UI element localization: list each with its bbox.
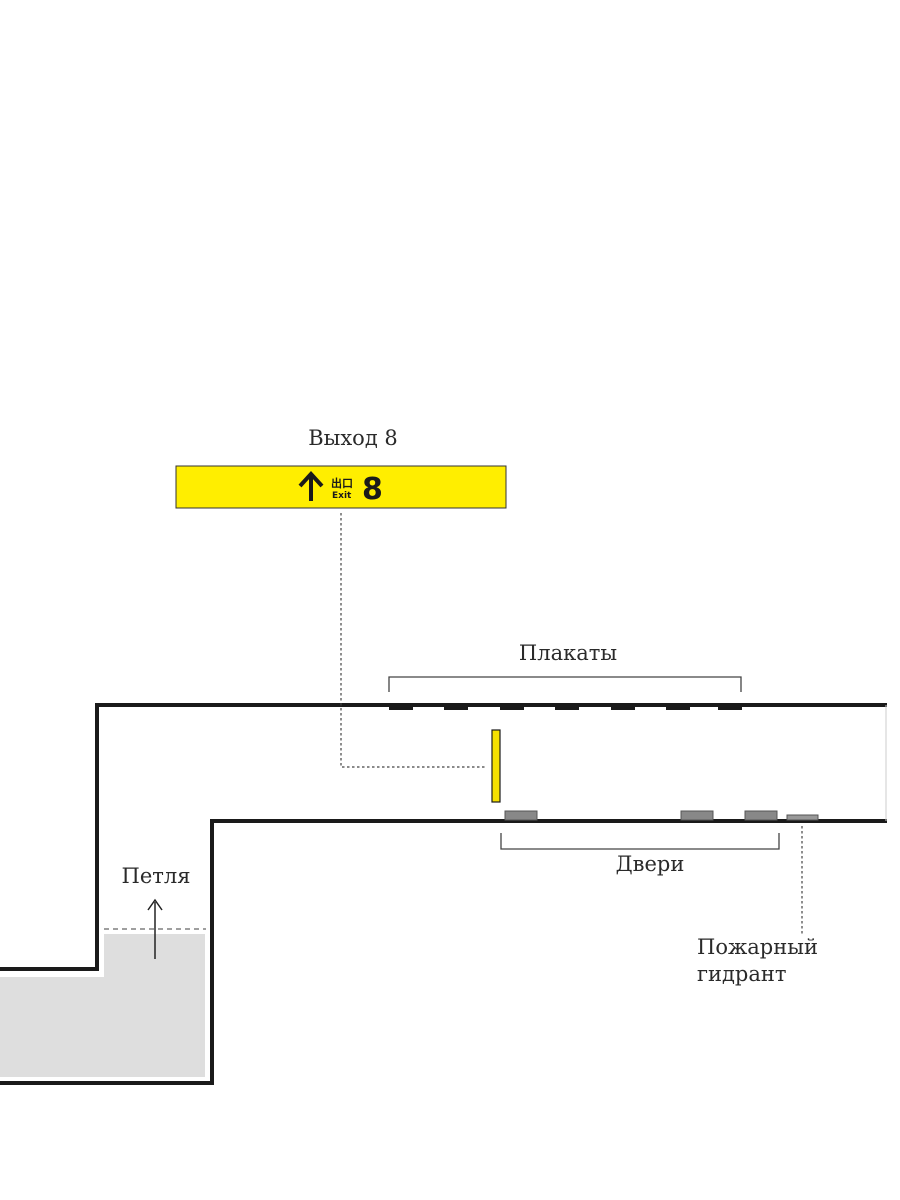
exit-title-label: Выход 8 <box>308 426 398 450</box>
poster <box>718 705 742 710</box>
poster <box>666 705 690 710</box>
doors-label: Двери <box>616 852 685 876</box>
standing-sign <box>491 729 501 803</box>
door <box>744 810 778 821</box>
hydrant-label-line1: Пожарный <box>697 935 818 959</box>
arrow-up-icon <box>298 471 324 501</box>
door <box>504 810 538 821</box>
exit-sign-leader-line <box>340 513 486 768</box>
posters-group <box>389 705 742 710</box>
posters-bracket <box>388 676 742 692</box>
loop-area <box>0 934 205 1077</box>
hydrant-label-line2: гидрант <box>697 962 787 986</box>
door <box>680 810 714 821</box>
doors-group <box>504 810 778 821</box>
poster <box>611 705 635 710</box>
fire-hydrant <box>786 814 819 821</box>
posters-label: Плакаты <box>519 641 617 665</box>
doors-bracket <box>500 833 780 850</box>
poster <box>555 705 579 710</box>
poster <box>389 705 413 710</box>
loop-label: Петля <box>122 864 191 888</box>
exit-sign-board <box>175 465 507 509</box>
exit-sign-cjk: 出口 <box>331 476 353 490</box>
poster <box>444 705 468 710</box>
poster <box>500 705 524 710</box>
loop-arrow-up-icon <box>147 898 163 959</box>
exit-sign-exit-word: Exit <box>332 491 352 501</box>
corridor-inner-wall <box>0 819 887 1085</box>
corridor-outer-wall <box>0 703 887 971</box>
exit-sign-number: 8 <box>362 472 383 507</box>
